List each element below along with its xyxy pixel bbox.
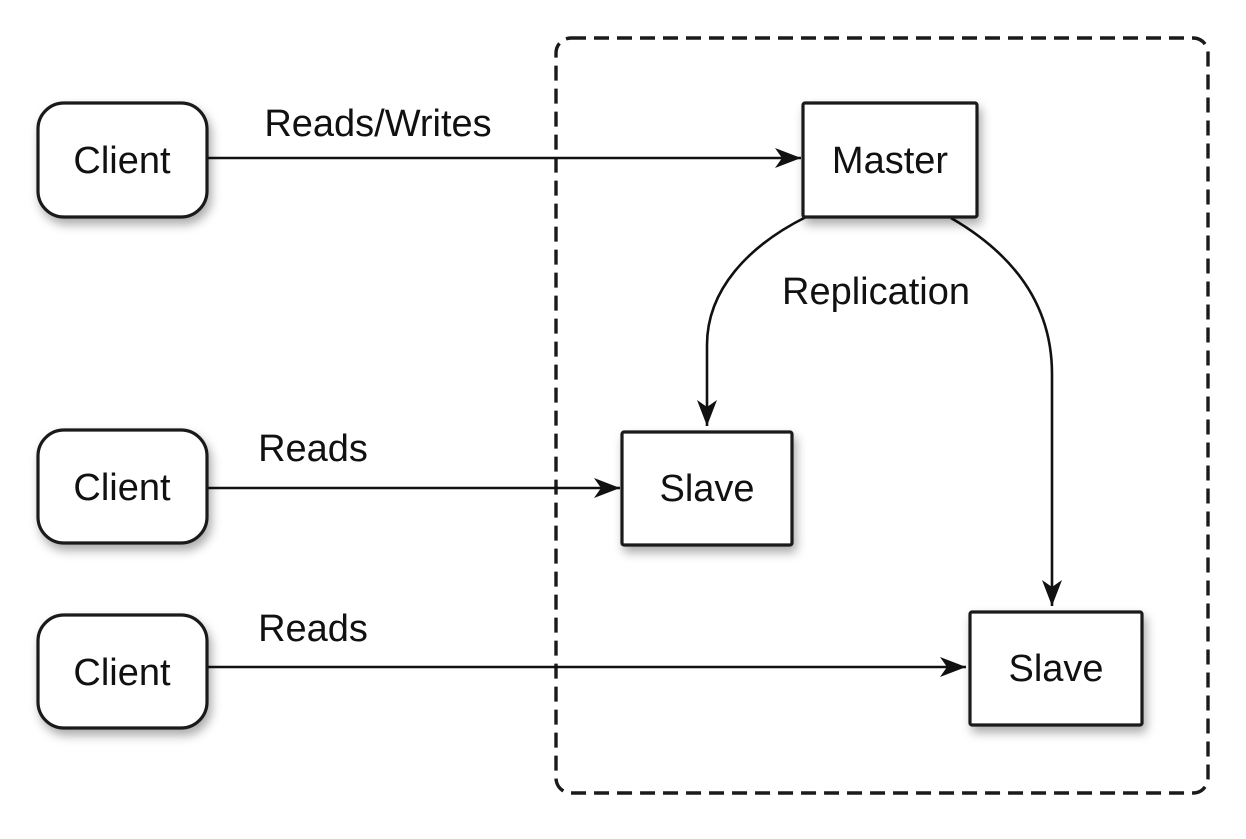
node-slave-2: Slave [968, 610, 1144, 727]
master-label: Master [832, 140, 948, 182]
client-2-box [36, 428, 209, 545]
client-3-label: Client [73, 652, 171, 694]
edge-master-slave2-replication-arrow [950, 216, 1062, 606]
edge-label-replication: Replication [782, 271, 970, 313]
client-1-label: Client [73, 140, 171, 182]
replication-cluster-boundary [554, 36, 1210, 795]
edge-label-reads-writes: Reads/Writes [264, 103, 491, 145]
node-slave-1: Slave [620, 430, 794, 547]
node-master: Master [801, 101, 979, 219]
node-client-1: Client [36, 101, 209, 219]
client-1-box [36, 101, 209, 219]
edge-label-reads-1: Reads [258, 428, 368, 470]
edge-label-reads-2: Reads [258, 608, 368, 650]
slave-1-label: Slave [659, 468, 754, 510]
slave-2-label: Slave [1008, 648, 1103, 690]
client-2-label: Client [73, 467, 171, 509]
slave-1-box [620, 430, 794, 547]
client-3-box [36, 613, 209, 730]
node-client-3: Client [36, 613, 209, 730]
node-client-2: Client [36, 428, 209, 545]
slave-2-box [968, 610, 1144, 727]
edge-master-slave1-replication-arrow [697, 215, 807, 426]
master-box [801, 101, 979, 219]
